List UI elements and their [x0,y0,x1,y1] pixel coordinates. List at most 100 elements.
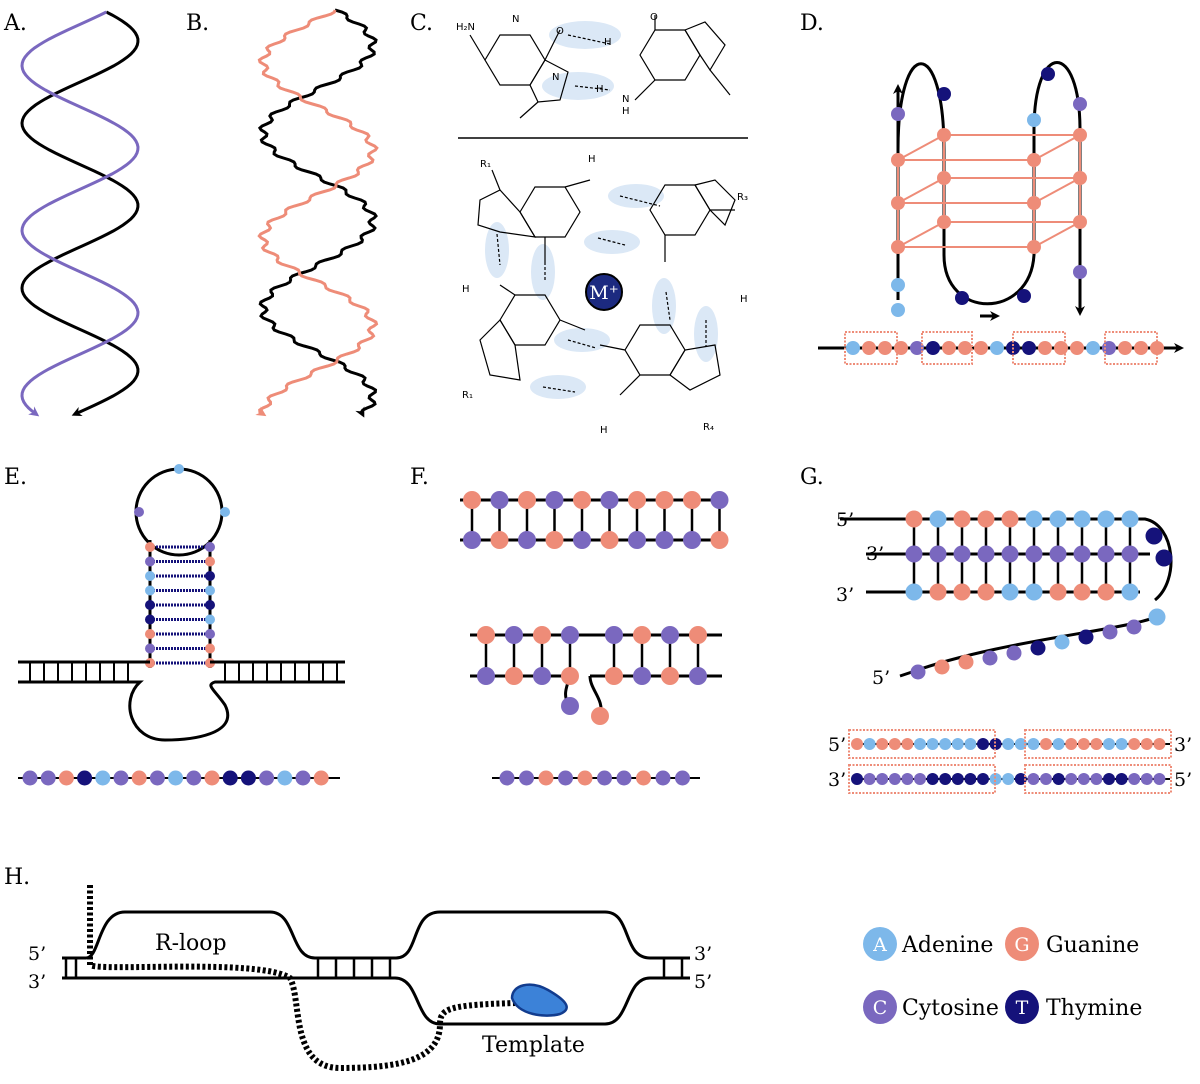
adenine-base [1115,738,1128,750]
adenine-base [1086,341,1100,355]
guanine-base [573,491,591,509]
cytosine-base [1065,773,1078,785]
cytosine-base [1073,97,1087,111]
guanine-base [710,531,729,549]
thymine-swatch [1005,990,1039,1024]
cytosine-base [600,491,619,509]
guanine-base [600,531,619,549]
guanine-base [313,770,329,786]
guanine-base [1073,215,1087,229]
substituent-label: R₁ [462,390,473,401]
guanine-base [1118,341,1132,355]
substituent-label: R₃ [737,192,748,203]
atom-label: H [600,425,608,436]
wavy-strand-black [257,8,378,418]
adenine-base [1002,738,1015,750]
adenine-base [929,510,947,528]
hbond-highlight [694,306,718,362]
guanine-base [533,626,551,644]
guanine-base [518,491,536,509]
guanine-base [505,667,523,685]
rna-polymerase [510,983,568,1017]
cytosine-base [982,650,998,666]
atom-label: N [512,14,519,25]
thymine-base [1022,341,1036,355]
guanine-base [655,491,674,509]
guanine-base [878,341,892,355]
thymine-base [851,773,863,785]
hbond-highlight [554,328,610,352]
guanine-base [958,341,972,355]
atom-label: H [462,284,470,295]
cytosine-base [518,531,536,549]
guanine-base [131,770,147,786]
thymine-base [926,773,939,785]
cytosine-base [863,773,876,785]
end-label-3prime: 3’ [694,943,712,965]
legend-cytosine: C Cytosine [863,990,999,1024]
adenine-base [1027,738,1040,750]
thymine-base [955,291,969,305]
adenine-base [1049,510,1067,528]
duplex-rungs [29,662,338,682]
guanine-base [1027,153,1041,167]
cytosine-base [914,773,926,785]
guanine-base [661,667,679,685]
guanine-base [901,738,914,750]
cytosine-base [259,770,275,786]
cytosine-base [675,770,690,786]
guanine-base [1027,240,1041,254]
adenine-base [989,773,1002,785]
atom-label: H [622,106,630,117]
adenine-base [168,770,184,786]
legend-letter: A [872,934,887,956]
guanine-base [1070,341,1084,355]
hbond-highlight [531,244,555,300]
r-loop-label: R-loop [155,931,227,956]
cytosine-base [1140,773,1153,785]
guanine-base [633,626,651,644]
guanine-base [205,556,215,567]
atom-label: N [552,72,559,83]
end-label-3prime: 3’ [866,543,884,565]
panel-f-slipped-strand [460,491,729,786]
thymine-base [937,87,951,101]
triplex-bases [905,510,1173,626]
guanine-base [1128,738,1141,750]
thymine-base [1030,640,1046,656]
cytosine-base [929,545,947,563]
repeat-box [848,764,996,794]
cytosine-base [1040,773,1052,785]
hbond-highlight [485,222,509,278]
thymine-base [1017,289,1031,303]
panel-label-h: H. [4,865,30,890]
guanine-base [937,128,951,142]
cytosine-base [519,770,534,786]
thymine-base [926,341,940,355]
adenine-base [846,341,860,355]
panel-h-r-loop: R-loop Template 5’ 3’ 3’ 5’ [28,885,712,1072]
adenine-base [1001,583,1019,601]
atom-label: O [556,26,564,37]
adenine-base [1052,738,1065,750]
thymine-base [939,773,952,785]
guanine-base [1073,171,1087,185]
guanine-base [545,531,564,549]
panel-b-wavy-helix [255,8,379,418]
cytosine-base [558,770,573,786]
adenine-base [145,571,155,581]
guanine-base [977,510,995,528]
legend-thymine: T Thymine [1005,990,1142,1024]
adenine-base [914,738,926,750]
panel-a-double-helix [20,10,140,417]
hoogsteen-pair: H₂N N O H O N H N H [456,12,731,119]
g-tract-box [1012,331,1066,365]
repeat-box [1024,764,1172,794]
end-label-5prime: 5’ [828,734,846,756]
adenine-base [951,738,964,750]
guanine-base [205,643,215,654]
cytosine-base [1025,545,1043,563]
cytosine-base [891,107,905,121]
guanine-base [958,654,974,670]
guanine-base [204,770,220,786]
